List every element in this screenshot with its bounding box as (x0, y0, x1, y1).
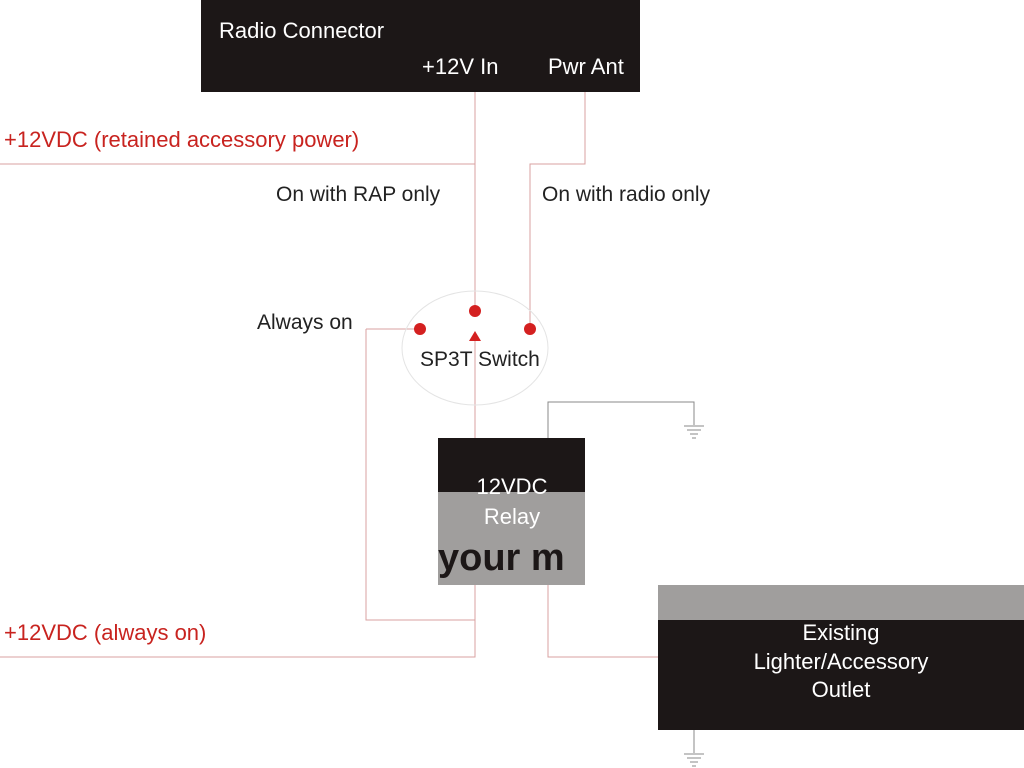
relay-label-1: 12VDC (477, 474, 548, 499)
switch-outline (401, 290, 549, 406)
radio-connector-box (201, 0, 640, 92)
wires (0, 92, 695, 753)
switch-terminal-radio (524, 323, 536, 335)
on-radio-label: On with radio only (542, 183, 711, 206)
relay-label-2: Relay (484, 504, 540, 529)
ground-icon (684, 753, 704, 767)
relay-output-wire (547, 585, 658, 658)
pwr-ant-wire (529, 92, 586, 328)
switch-terminal-always (414, 323, 426, 335)
pin-12v-in: +12V In (422, 54, 498, 79)
relay-box-top (438, 438, 585, 492)
switch-terminal-rap (469, 305, 481, 317)
outlet-label-2: Lighter/Accessory (754, 649, 929, 674)
outlet-box-top (658, 585, 1024, 620)
radio-title: Radio Connector (219, 18, 384, 43)
switch-label: SP3T Switch (420, 348, 540, 371)
relay-power-wire (0, 585, 476, 658)
always-on-label: Always on (257, 311, 353, 334)
ground-icon (684, 425, 704, 439)
switch-pole-icon (469, 331, 481, 341)
rap-wire (0, 92, 476, 311)
relay-ground-wire (547, 401, 695, 438)
rap-power-label: +12VDC (retained accessory power) (4, 127, 359, 152)
watermark-text: your m (438, 537, 565, 579)
always-power-label: +12VDC (always on) (4, 620, 206, 645)
always-on-wire (365, 328, 475, 621)
pin-pwr-ant: Pwr Ant (548, 54, 624, 79)
outlet-label-1: Existing (802, 620, 879, 645)
outlet-label-3: Outlet (812, 677, 871, 702)
on-rap-label: On with RAP only (276, 183, 441, 206)
